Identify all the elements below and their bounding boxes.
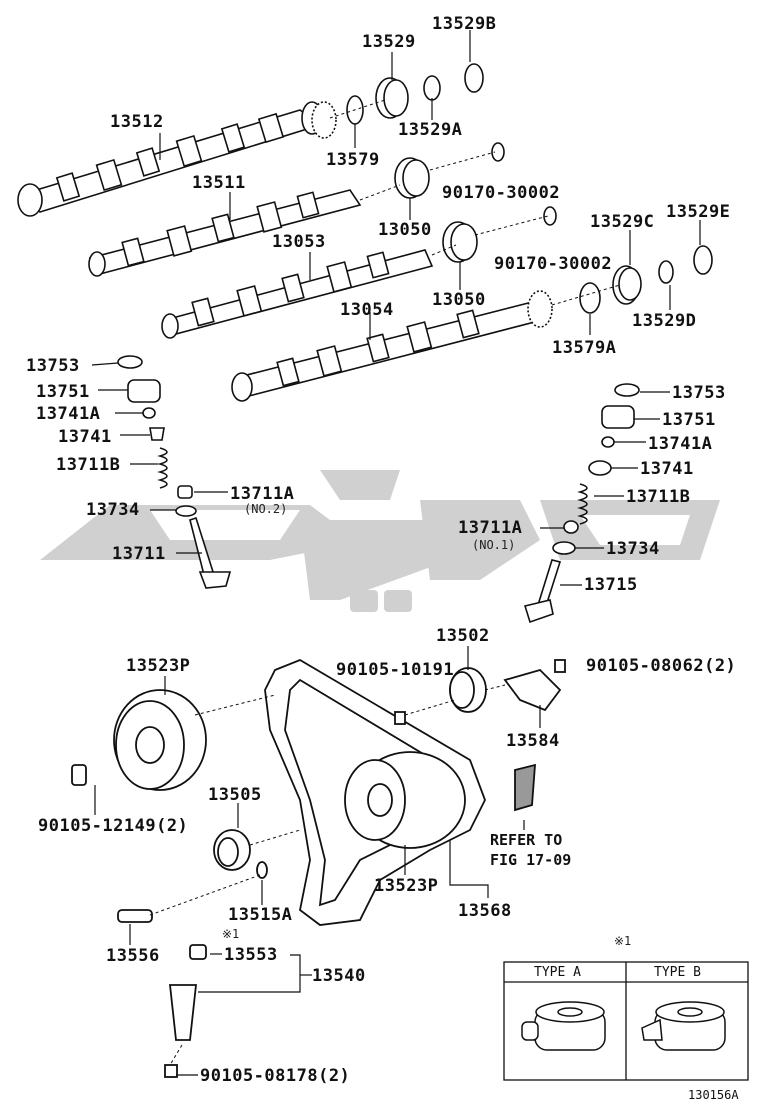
- part-label-13584: 13584: [506, 731, 560, 751]
- part-label-90170-30002-b: 90170-30002: [494, 254, 613, 274]
- part-label-13715: 13715: [584, 575, 638, 595]
- part-label-13753-left: 13753: [26, 356, 80, 376]
- part-label-90105-10191: 90105-10191: [336, 660, 455, 680]
- part-label-13529E: 13529E: [666, 202, 731, 222]
- part-label-90170-30002-a: 90170-30002: [442, 183, 561, 203]
- camshafts: [17, 101, 553, 402]
- part-label-90105-08062: 90105-08062(2): [586, 656, 737, 676]
- timing-belt: [71, 659, 566, 1078]
- part-label-13512: 13512: [110, 112, 164, 132]
- valve-stack-left: [117, 355, 232, 589]
- part-label-13553: 13553: [224, 945, 278, 965]
- part-label-13540: 13540: [312, 966, 366, 986]
- part-label-13529: 13529: [362, 32, 416, 52]
- type-b-header: TYPE B: [654, 965, 701, 980]
- part-label-13741A-right: 13741A: [648, 434, 713, 454]
- leader-lines: [91, 30, 701, 1076]
- diagram-code: 130156A: [688, 1088, 739, 1102]
- part-label-13751-left: 13751: [36, 382, 90, 402]
- part-label-13751-right: 13751: [662, 410, 716, 430]
- type-illustrations: [521, 1001, 726, 1051]
- part-label-13753-right: 13753: [672, 383, 726, 403]
- part-label-13741-left: 13741: [58, 427, 112, 447]
- part-label-13711B-right: 13711B: [626, 487, 691, 507]
- part-label-13734-right: 13734: [606, 539, 660, 559]
- part-label-13529C: 13529C: [590, 212, 655, 232]
- part-label-13505: 13505: [208, 785, 262, 805]
- type-table: [503, 961, 749, 1081]
- note-mark1-table: ※1: [614, 934, 632, 948]
- part-label-13515A: 13515A: [228, 905, 293, 925]
- part-label-13579A: 13579A: [552, 338, 617, 358]
- part-label-13579: 13579: [326, 150, 380, 170]
- part-label-13734-left: 13734: [86, 500, 140, 520]
- refer-note-line1: REFER TO: [490, 831, 563, 849]
- part-label-13529B: 13529B: [432, 14, 497, 34]
- part-label-13053: 13053: [272, 232, 326, 252]
- part-label-90105-12149: 90105-12149(2): [38, 816, 189, 836]
- part-label-13054: 13054: [340, 300, 394, 320]
- part-label-13711A-left: 13711A: [230, 484, 295, 504]
- part-label-13711A-right: 13711A: [458, 518, 523, 538]
- part-label-13711B-left: 13711B: [56, 455, 121, 475]
- part-label-90105-08178: 90105-08178(2): [200, 1066, 351, 1086]
- part-label-13529D: 13529D: [632, 311, 697, 331]
- part-label-13556: 13556: [106, 946, 160, 966]
- part-label-13502: 13502: [436, 626, 490, 646]
- part-label-13523P-a: 13523P: [126, 656, 191, 676]
- part-label-13050-a: 13050: [378, 220, 432, 240]
- part-label-13741A-left: 13741A: [36, 404, 101, 424]
- note-no1: (NO.1): [472, 538, 516, 552]
- part-label-13711: 13711: [112, 544, 166, 564]
- part-label-13529A: 13529A: [398, 120, 463, 140]
- note-no2: (NO.2): [244, 502, 288, 516]
- note-mark1: ※1: [222, 927, 240, 941]
- part-label-13568: 13568: [458, 901, 512, 921]
- type-a-header: TYPE A: [534, 965, 581, 980]
- part-label-13050-b: 13050: [432, 290, 486, 310]
- part-label-13523P-b: 13523P: [374, 876, 439, 896]
- part-label-13511: 13511: [192, 173, 246, 193]
- part-label-13741-right: 13741: [640, 459, 694, 479]
- valve-stack-right: [523, 383, 640, 624]
- refer-note-line2: FIG 17-09: [490, 851, 572, 869]
